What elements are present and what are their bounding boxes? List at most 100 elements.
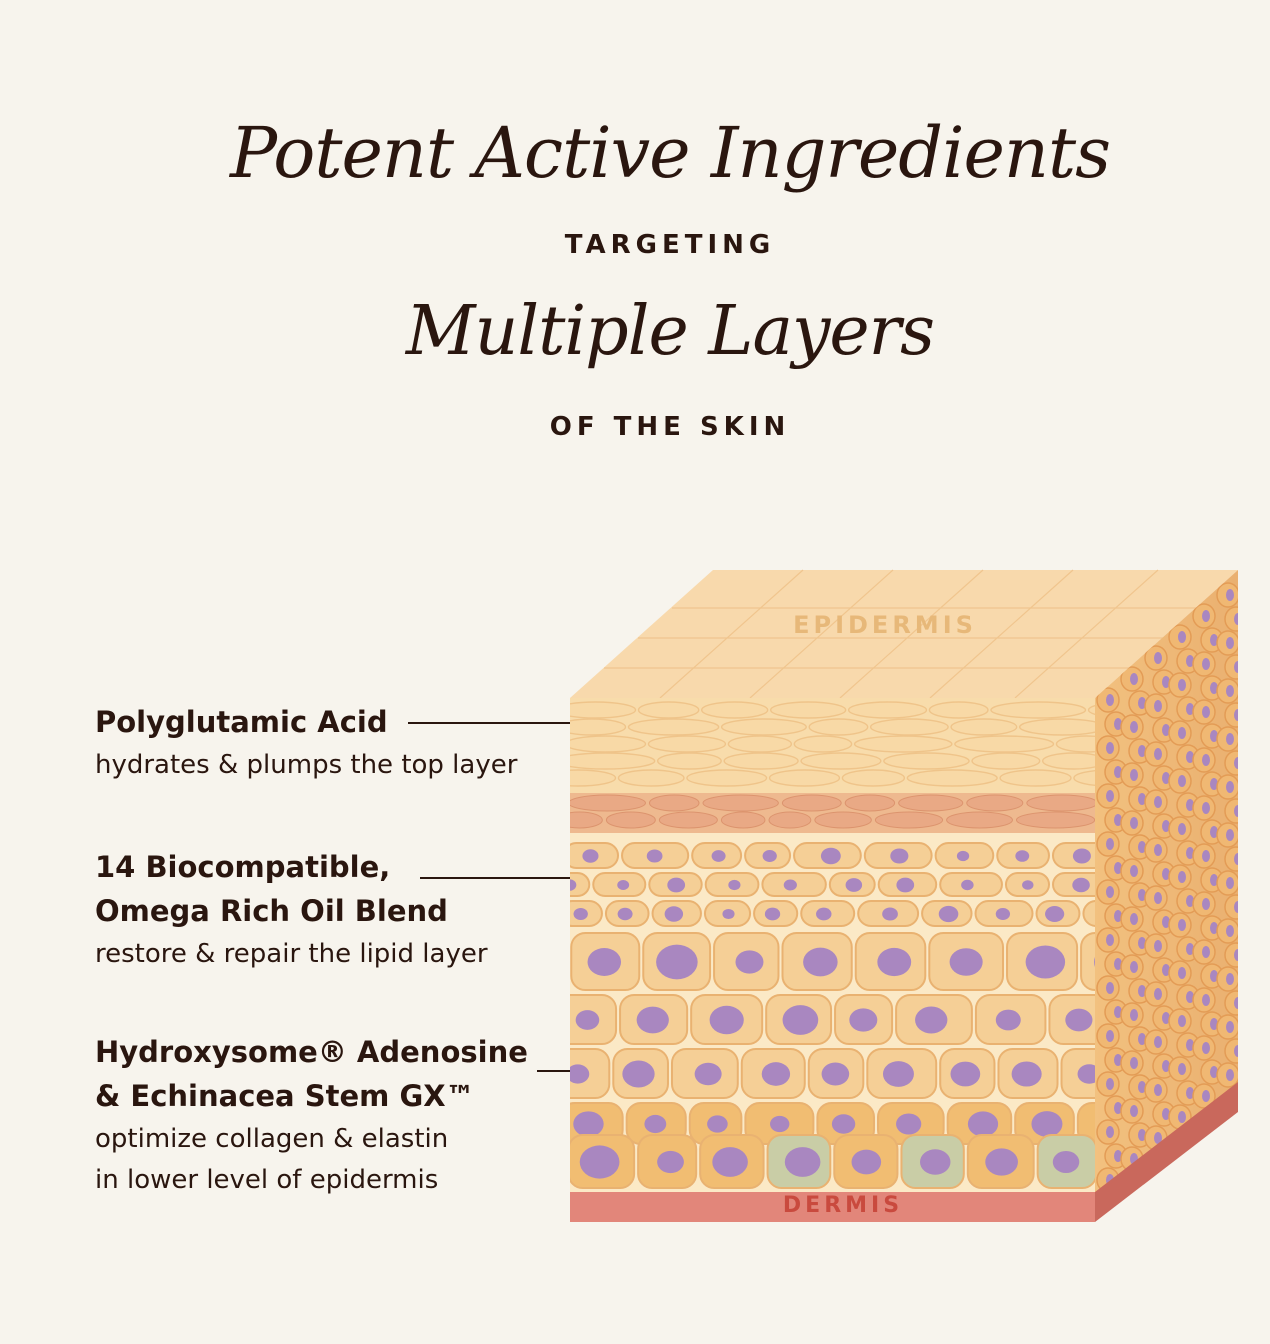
side-nucleus [1178, 823, 1186, 835]
corneum-cell [808, 718, 869, 736]
corneum-cell [617, 769, 685, 787]
cell-nucleus [656, 944, 698, 980]
corneum-cell [727, 735, 793, 753]
side-nucleus [1234, 805, 1238, 817]
cell-nucleus [582, 849, 599, 863]
side-nucleus [1234, 613, 1238, 625]
corneum-cell [720, 718, 807, 736]
side-nucleus [1178, 631, 1186, 643]
cell-nucleus [573, 1111, 604, 1137]
side-nucleus [1130, 1105, 1138, 1117]
side-nucleus [1114, 718, 1122, 730]
side-nucleus [1138, 985, 1146, 997]
side-nucleus [1178, 775, 1186, 787]
side-nucleus [1234, 1045, 1238, 1057]
cell-nucleus [961, 879, 974, 891]
headline-primary: Potent Active Ingredients [229, 112, 1111, 194]
dermis-side [1095, 1082, 1238, 1222]
callout-title-line-1: 14 Biocompatible, [95, 850, 391, 884]
cell-nucleus [587, 948, 622, 976]
side-nucleus [1130, 913, 1138, 925]
cell-nucleus [938, 905, 959, 923]
side-nucleus [1234, 757, 1238, 769]
cell-nucleus [622, 1060, 655, 1088]
side-nucleus [1162, 772, 1170, 784]
side-nucleus [1186, 655, 1194, 667]
side-nucleus [1138, 1033, 1146, 1045]
cell-nucleus [1072, 848, 1091, 864]
corneum-cell [841, 769, 906, 787]
side-nucleus [1162, 964, 1170, 976]
cell-nucleus [762, 850, 777, 862]
side-nucleus [1114, 1054, 1122, 1066]
side-nucleus [1162, 724, 1170, 736]
cell-nucleus [915, 1006, 948, 1034]
side-nucleus [1234, 949, 1238, 961]
cell-nucleus [877, 947, 912, 977]
cell-nucleus [1031, 1111, 1063, 1137]
cell-nucleus [820, 847, 841, 865]
corneum-cells [570, 701, 1095, 787]
cell-nucleus [784, 1147, 821, 1177]
cell-nucleus [570, 879, 577, 891]
side-nucleus [1210, 826, 1218, 838]
granular-cell [844, 794, 896, 812]
cell-nucleus [664, 906, 684, 922]
corneum-cell [656, 752, 722, 770]
skin-cell [1082, 900, 1095, 927]
side-nucleus [1130, 769, 1138, 781]
corneum-cell [928, 701, 989, 719]
side-nucleus [1234, 661, 1238, 673]
cell-nucleus [1011, 1061, 1042, 1087]
cell-nucleus [816, 907, 832, 921]
corneum-cell [954, 735, 1055, 753]
skin-cell [570, 1048, 611, 1099]
cell-nucleus [849, 1008, 878, 1032]
side-nucleus [1202, 706, 1210, 718]
callout-title: Polyglutamic Acid [95, 705, 388, 739]
side-nucleus [1178, 919, 1186, 931]
granular-cell [898, 794, 964, 812]
side-nucleus [1154, 1132, 1162, 1144]
side-nucleus [1226, 829, 1234, 841]
side-nucleus [1114, 766, 1122, 778]
granular-cell [658, 811, 718, 829]
headline-targeting: TARGETING [564, 230, 776, 260]
side-nucleus [1210, 1018, 1218, 1030]
spinous-cells [570, 842, 1095, 1189]
corneum-cell [950, 718, 1018, 736]
epidermis-label: EPIDERMIS [793, 611, 977, 639]
side-nucleus [1210, 922, 1218, 934]
granular-cell [702, 794, 779, 812]
side-nucleus [1202, 850, 1210, 862]
side-nucleus [1178, 1111, 1186, 1123]
cell-nucleus [646, 849, 663, 863]
side-nucleus [1162, 676, 1170, 688]
side-nucleus [1138, 697, 1146, 709]
cell-nucleus [1065, 1008, 1093, 1032]
granular-cell [814, 811, 872, 829]
granular-cell [768, 811, 812, 829]
corneum-cell [1055, 735, 1095, 753]
side-nucleus [1234, 901, 1238, 913]
side-nucleus [1202, 946, 1210, 958]
epidermis-top-face [570, 570, 1238, 698]
callout-description-line-2: in lower level of epidermis [95, 1165, 439, 1195]
side-nucleus [1154, 988, 1162, 1000]
callout-description: hydrates & plumps the top layer [95, 750, 518, 780]
side-nucleus [1234, 853, 1238, 865]
side-nucleus [1162, 1108, 1170, 1120]
corneum-cell [906, 769, 998, 787]
skin-cell [1076, 1102, 1095, 1145]
side-nucleus [1234, 709, 1238, 721]
cell-nucleus [949, 948, 983, 976]
callout-polyglutamic-acid: Polyglutamic Acid hydrates & plumps the … [95, 700, 517, 785]
side-nucleus [1154, 652, 1162, 664]
cell-nucleus [1072, 877, 1090, 893]
corneum-cell [800, 752, 882, 770]
side-nucleus [1106, 790, 1114, 802]
cell-nucleus [636, 1006, 669, 1034]
cell-nucleus [995, 1009, 1021, 1031]
cell-nucleus [657, 1150, 684, 1174]
side-nucleus [1186, 799, 1194, 811]
